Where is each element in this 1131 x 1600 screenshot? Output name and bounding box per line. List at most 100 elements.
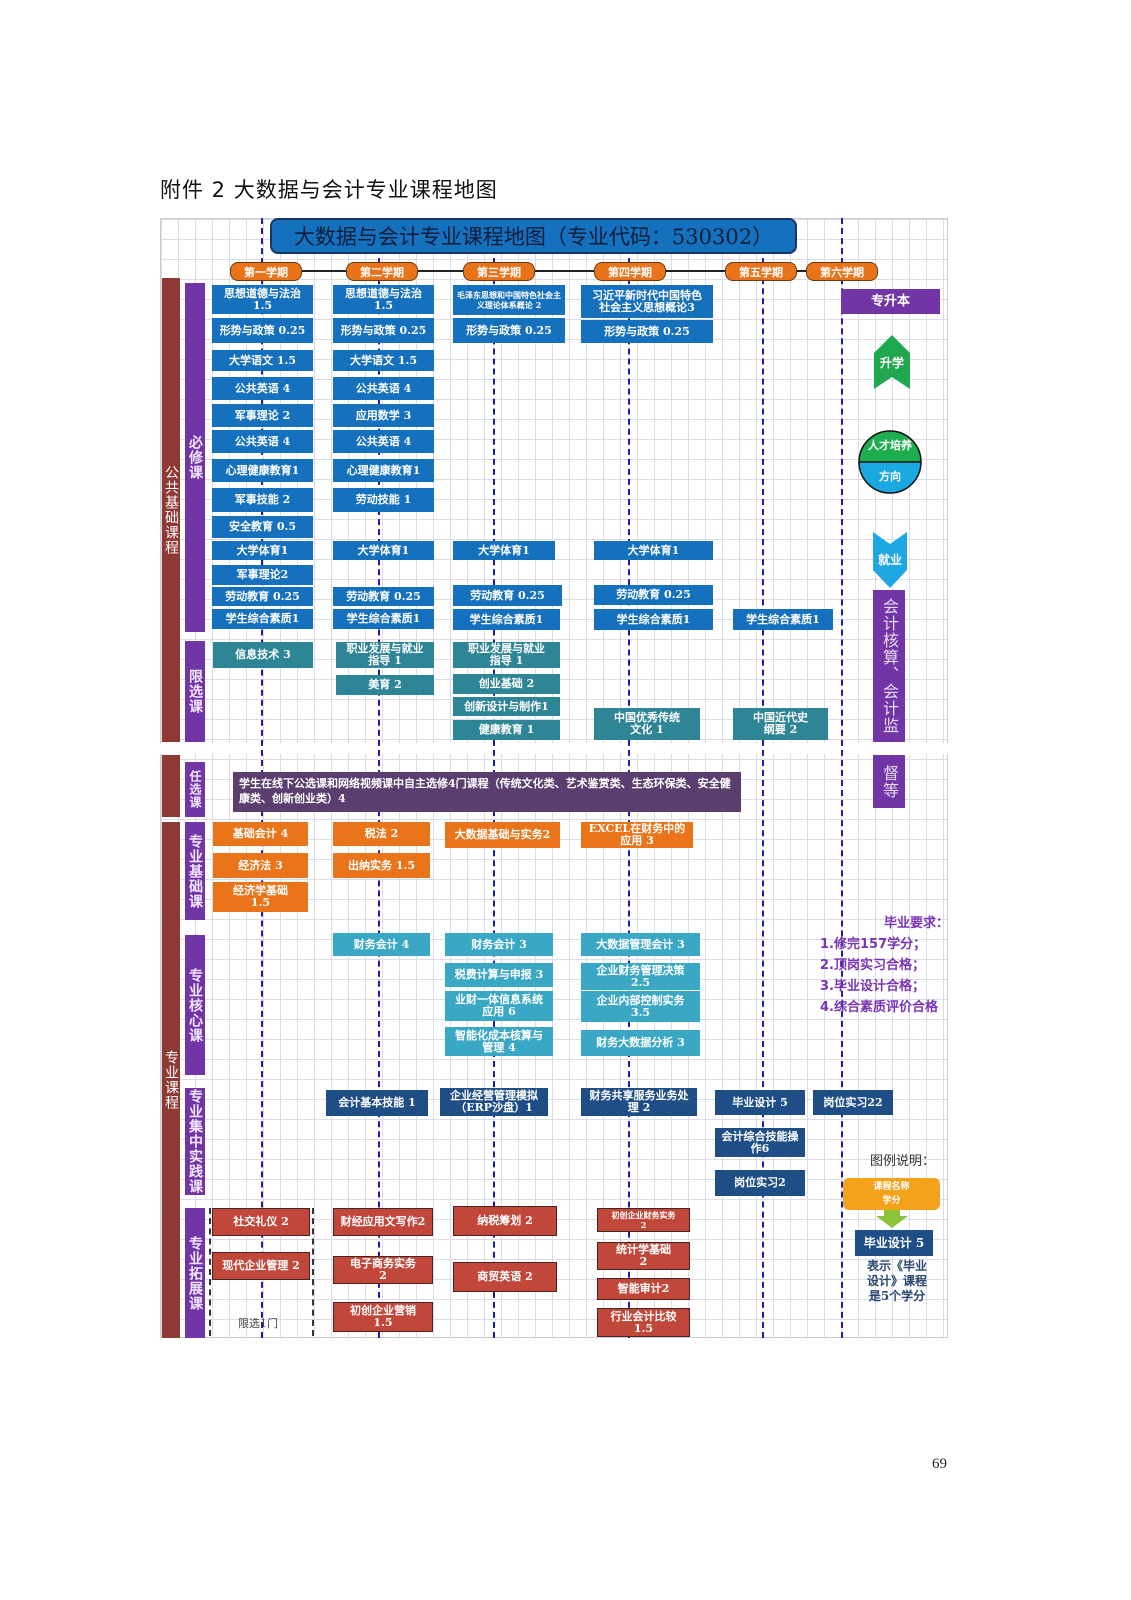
course-box-extension: 纳税筹划 2 [453,1206,557,1236]
course-box-required: 学生综合素质1 [733,609,833,630]
graduation-item: 1.修完157学分； [820,937,927,952]
jobs-label-part1: 会计核算、会计监 [873,590,905,742]
graduation-title: 毕业要求： [884,916,950,931]
course-box-practice: 岗位实习2 [715,1170,805,1196]
course-box-required: 大学语文 1.5 [333,350,434,371]
course-box-required: 心理健康教育1 [212,459,313,482]
semester-3: 第三学期 [463,262,535,281]
upgrade-label: 专升本 [841,289,940,314]
course-box-required: 形势与政策 0.25 [453,318,565,343]
course-box-required: 学生综合素质1 [594,609,713,630]
category-limited: 限选课 [185,641,205,742]
semester-2: 第二学期 [346,262,418,281]
semester-6: 第六学期 [806,262,878,281]
course-box-required: 形势与政策 0.25 [212,318,313,343]
course-box-foundation: 大数据基础与实务2 [445,822,560,848]
course-box-core: 财务大数据分析 3 [581,1030,700,1056]
circle-bottom-label: 方向 [879,470,901,483]
course-box-required: 毛泽东思想和中国特色社会主义理论体系概论 2 [453,285,565,315]
jobs-label-part2: 督等 [873,755,905,808]
course-box-practice: 会计综合技能操 作6 [715,1128,805,1157]
course-box-extension: 行业会计比较 1.5 [597,1308,690,1337]
course-box-required: 军事理论 2 [212,404,313,427]
course-box-limited: 中国近代史 纲要 2 [733,708,828,740]
semester-4: 第四学期 [594,262,666,281]
course-box-required: 应用数学 3 [333,404,434,427]
legend-example-box: 毕业设计 5 [855,1230,933,1256]
direction-circle-icon [858,430,922,494]
category-professional: 专业课程 [162,822,180,1338]
course-box-required: 形势与政策 0.25 [581,320,713,343]
course-box-extension: 初创企业营销 1.5 [333,1302,433,1332]
course-box-required: 军事理论2 [212,565,313,585]
course-box-required: 劳动教育 0.25 [594,585,713,605]
course-box-foundation: 基础会计 4 [213,822,308,846]
course-box-limited: 职业发展与就业 指导 1 [336,642,434,668]
course-box-extension: 智能审计2 [597,1278,690,1300]
course-box-required: 劳动教育 0.25 [453,585,562,606]
course-box-extension: 电子商务实务 2 [333,1256,433,1284]
semester-guide-line [762,218,764,1338]
course-box-required: 公共英语 4 [212,377,313,400]
course-box-required: 大学体育1 [212,541,313,560]
arrow-up-icon [874,335,910,389]
course-box-core: 财务会计 4 [333,933,430,956]
course-box-core: 财务会计 3 [445,933,553,956]
arrow-down-icon [873,532,907,588]
course-box-core: 企业内部控制实务 3.5 [581,991,700,1022]
course-box-extension: 现代企业管理 2 [212,1252,310,1280]
semester-1: 第一学期 [230,262,302,281]
category-optional: 任选课 [185,762,205,817]
course-box-core: 智能化成本核算与 管理 4 [445,1027,553,1056]
legend-course-name: 课程名称 [873,1182,910,1192]
course-box-required: 学生综合素质1 [333,609,434,629]
course-box-required: 形势与政策 0.25 [333,318,434,343]
category-optional-bar [162,755,180,817]
course-box-limited: 美育 2 [336,675,434,695]
course-box-required: 劳动教育 0.25 [333,587,434,606]
course-box-required: 公共英语 4 [333,430,434,453]
category-prof-practice: 专业集中实践课 [185,1088,205,1195]
course-box-required: 习近平新时代中国特色 社会主义思想概论3 [581,285,713,318]
category-prof-core: 专业核心课 [185,935,205,1075]
semester-timeline [300,270,810,272]
course-box-practice: 毕业设计 5 [715,1090,805,1115]
course-box-required: 劳动教育 0.25 [212,587,313,606]
course-box-limited: 创新设计与制作1 [453,697,560,716]
legend-title: 图例说明： [870,1154,936,1169]
legend-description: 表示《毕业设计》课程是5个学分 [866,1259,927,1303]
course-box-required: 思想道德与法治 1.5 [212,285,313,314]
graduation-item: 2.顶岗实习合格； [820,958,925,973]
course-box-core: 税费计算与申报 3 [445,963,553,987]
course-box-limited: 信息技术 3 [213,642,313,668]
course-box-required: 学生综合素质1 [453,609,560,630]
course-box-core: 业财一体信息系统 应用 6 [445,991,553,1021]
course-box-required: 公共英语 4 [333,377,434,400]
circle-top-label: 人才培养 [868,439,912,452]
course-box-practice: 财务共享服务业务处 理 2 [581,1088,697,1116]
course-box-required: 公共英语 4 [212,430,313,453]
course-box-extension: 统计学基础 2 [597,1242,690,1270]
course-box-extension: 社交礼仪 2 [212,1208,310,1236]
course-box-required: 军事技能 2 [212,488,313,512]
course-box-core: 大数据管理会计 3 [581,933,700,956]
course-box-extension: 财经应用文写作2 [333,1208,433,1236]
extension-limit-note: 限选1门 [238,1317,278,1330]
course-box-foundation: EXCEL在财务中的 应用 3 [581,822,693,848]
bracket-left [209,1208,211,1336]
legend-sample-box: 课程名称 学分 [843,1178,940,1210]
course-box-practice: 企业经营管理模拟 （ERP沙盘）1 [440,1088,548,1116]
course-box-foundation: 经济学基础 1.5 [213,882,308,912]
course-box-extension: 初创企业财务实务 2 [597,1208,690,1232]
section-gap [160,743,948,754]
map-title: 大数据与会计专业课程地图（专业代码：530302） [270,218,797,254]
course-box-required: 劳动技能 1 [333,488,434,512]
bracket-right [312,1208,314,1336]
employment-label: 就业 [877,553,902,567]
course-box-limited: 职业发展与就业 指导 1 [453,642,560,668]
course-box-required: 思想道德与法治 1.5 [333,285,434,314]
course-box-required: 安全教育 0.5 [212,516,313,538]
graduation-item: 3.毕业设计合格； [820,979,925,994]
course-box-required: 心理健康教育1 [333,459,434,482]
course-box-practice: 会计基本技能 1 [326,1090,428,1116]
